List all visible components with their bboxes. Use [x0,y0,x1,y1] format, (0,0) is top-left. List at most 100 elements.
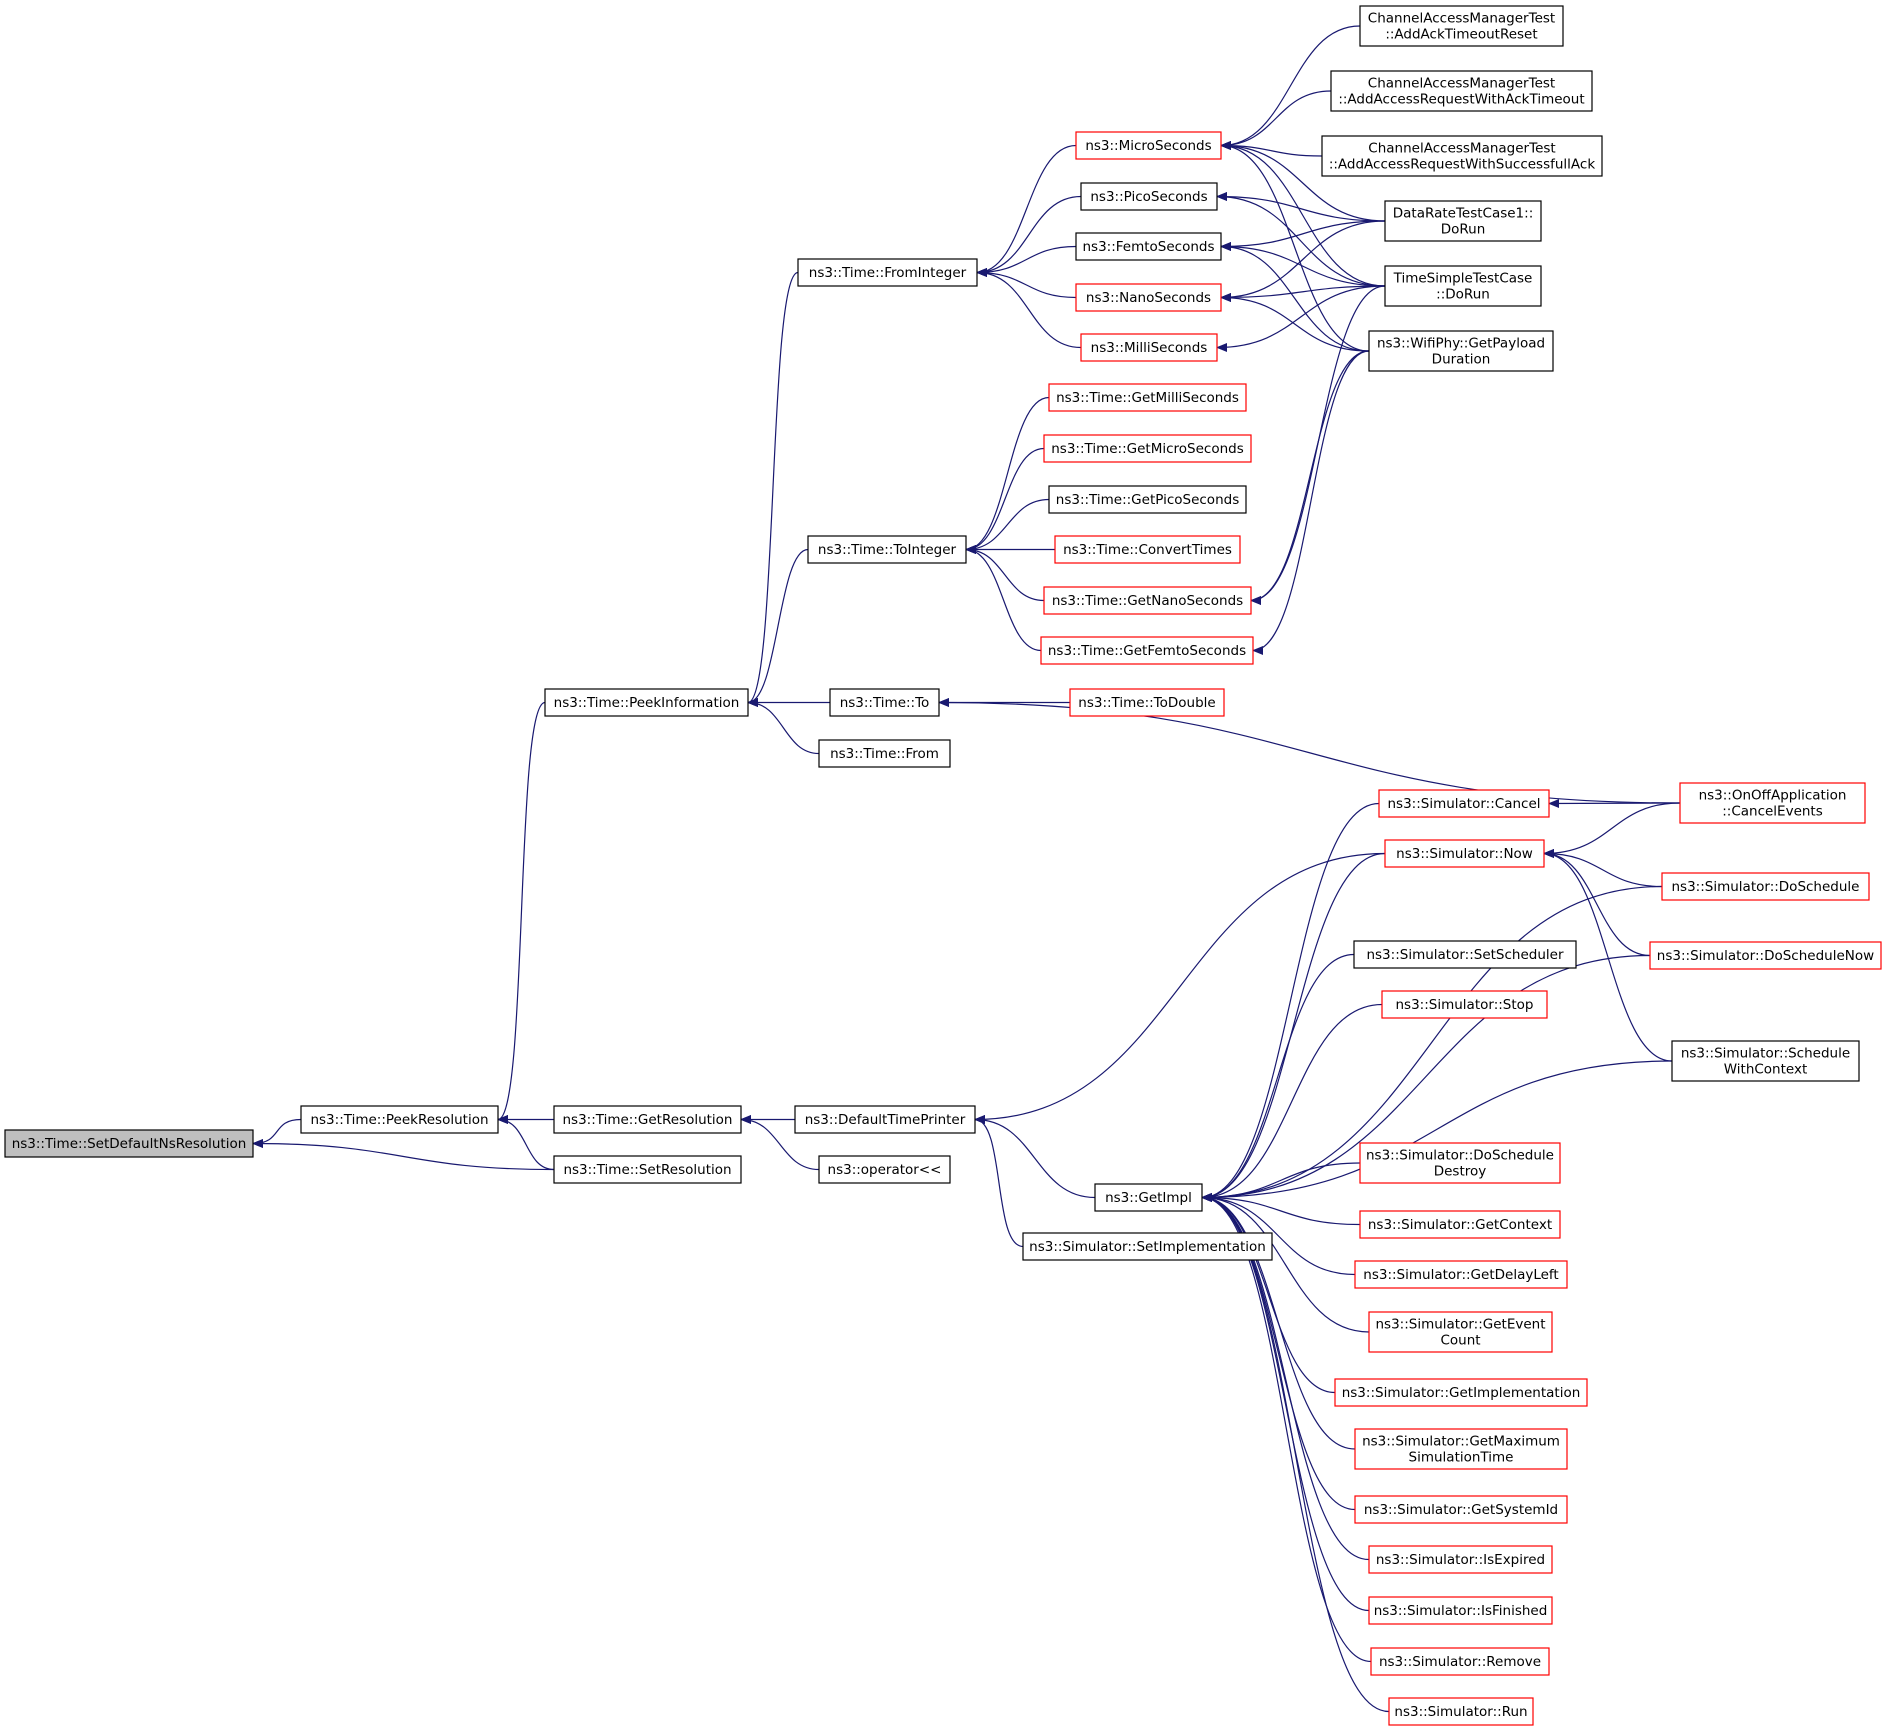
edge-simulator-doschedule-to-simulator-now [1543,849,1663,888]
node-simulator-isexpired[interactable]: ns3::Simulator::IsExpired [1368,1545,1553,1574]
node-time-peekresolution[interactable]: ns3::Time::PeekResolution [300,1105,499,1134]
node-label: ::AddAccessRequestWithAckTimeout [1338,92,1584,108]
node-simulator-setimplementation[interactable]: ns3::Simulator::SetImplementation [1022,1232,1273,1261]
node-label: ns3::Simulator::GetMaximum [1362,1434,1560,1450]
node-simulator-isfinished[interactable]: ns3::Simulator::IsFinished [1368,1596,1553,1625]
node-box [1080,333,1218,362]
node-box [553,1105,742,1134]
node-femtoseconds[interactable]: ns3::FemtoSeconds [1075,232,1222,261]
edge-line [974,1115,1024,1248]
node-label: ns3::Time::GetNanoSeconds [1052,593,1243,609]
node-time-setresolution[interactable]: ns3::Time::SetResolution [553,1155,742,1184]
node-channelaccessmanagertest-addaccessrequestwithsuccessfullack[interactable]: ChannelAccessManagerTest::AddAccessReque… [1321,135,1603,177]
node-time-frominteger[interactable]: ns3::Time::FromInteger [797,258,978,287]
node-dataratetestcase1-dorun[interactable]: DataRateTestCase1::DoRun [1384,200,1542,242]
node-time-getmilliseconds[interactable]: ns3::Time::GetMilliSeconds [1048,383,1247,412]
node-defaulttimeprinter[interactable]: ns3::DefaultTimePrinter [794,1105,976,1134]
node-time-getnanoseconds[interactable]: ns3::Time::GetNanoSeconds [1043,586,1252,615]
node-label: ns3::Time::SetDefaultNsResolution [12,1136,247,1152]
node-operator[interactable]: ns3::operator<< [818,1155,951,1184]
node-box [818,1155,951,1184]
node-box [829,688,940,717]
edge-onoffapplication-cancelevents-to-simulator-cancel [1548,798,1681,808]
node-simulator-now[interactable]: ns3::Simulator::Now [1384,839,1545,868]
node-channelaccessmanagertest-addacktimeoutreset[interactable]: ChannelAccessManagerTest::AddAckTimeoutR… [1359,5,1564,47]
node-onoffapplication-cancelevents[interactable]: ns3::OnOffApplication::CancelEvents [1679,782,1866,824]
edge-time-from-to-time-peekinformation [747,698,820,755]
node-channelaccessmanagertest-addaccessrequestwithacktimeout[interactable]: ChannelAccessManagerTest::AddAccessReque… [1330,70,1593,112]
node-label: ns3::Time::GetResolution [562,1112,732,1128]
node-time-getpicoseconds[interactable]: ns3::Time::GetPicoSeconds [1048,485,1247,514]
edge-line [965,447,1045,554]
node-box [1334,1378,1588,1407]
edge-line [976,245,1077,277]
edge-onoffapplication-cancelevents-to-time-to [938,698,1681,804]
node-box [1330,70,1593,112]
node-box [1378,789,1550,818]
node-simulator-run[interactable]: ns3::Simulator::Run [1388,1697,1534,1726]
edge-line [1201,852,1386,1202]
edge-simulator-getdelayleft-to-getimpl [1201,1193,1356,1276]
edge-timesimpletestcase-dorun-to-milliseconds [1216,285,1386,352]
node-microseconds[interactable]: ns3::MicroSeconds [1075,131,1222,160]
node-time-getmicroseconds[interactable]: ns3::Time::GetMicroSeconds [1043,434,1252,463]
edge-wifiphy-getpayloadduration-to-time-getfemtoseconds [1252,350,1370,655]
node-picoseconds[interactable]: ns3::PicoSeconds [1080,182,1218,211]
node-box [553,1155,742,1184]
edge-simulator-schedulewithcontext-to-simulator-now [1543,849,1673,1062]
node-simulator-getimplementation[interactable]: ns3::Simulator::GetImplementation [1334,1378,1588,1407]
node-timesimpletestcase-dorun[interactable]: TimeSimpleTestCase::DoRun [1384,265,1542,307]
edge-line [497,1115,555,1171]
node-simulator-getcontext[interactable]: ns3::Simulator::GetContext [1359,1210,1561,1239]
edge-line [1216,192,1386,222]
node-simulator-cancel[interactable]: ns3::Simulator::Cancel [1378,789,1550,818]
node-time-converttimes[interactable]: ns3::Time::ConvertTimes [1054,535,1241,564]
node-time-to[interactable]: ns3::Time::To [829,688,940,717]
node-time-peekinformation[interactable]: ns3::Time::PeekInformation [544,688,749,717]
node-nanoseconds[interactable]: ns3::NanoSeconds [1075,283,1222,312]
edge-line [1220,220,1386,302]
edge-line [747,698,820,755]
node-simulator-remove[interactable]: ns3::Simulator::Remove [1370,1647,1550,1676]
node-box [1040,636,1254,665]
node-time-getresolution[interactable]: ns3::Time::GetResolution [553,1105,742,1134]
node-box [1043,586,1252,615]
node-label: ::AddAckTimeoutReset [1385,27,1537,43]
node-box [797,258,978,287]
node-box [544,688,749,717]
edge-line [976,195,1082,277]
node-label: ns3::Time::From [830,746,939,762]
node-simulator-doschedulenow[interactable]: ns3::Simulator::DoScheduleNow [1649,941,1882,970]
edge-time-tointeger-to-time-peekinformation [747,548,809,707]
node-simulator-doschedule[interactable]: ns3::Simulator::DoSchedule [1661,872,1870,901]
edge-line [497,701,546,1124]
edge-timesimpletestcase-dorun-to-picoseconds [1216,192,1386,287]
node-simulator-stop[interactable]: ns3::Simulator::Stop [1381,990,1548,1019]
node-label: ns3::PicoSeconds [1090,189,1207,205]
edge-simulator-setimplementation-to-defaulttimeprinter [974,1115,1024,1248]
node-simulator-getdelayleft[interactable]: ns3::Simulator::GetDelayLeft [1354,1260,1568,1289]
node-milliseconds[interactable]: ns3::MilliSeconds [1080,333,1218,362]
node-time-getfemtoseconds[interactable]: ns3::Time::GetFemtoSeconds [1040,636,1254,665]
node-time-todouble[interactable]: ns3::Time::ToDouble [1069,688,1225,717]
edge-time-getmicroseconds-to-time-tointeger [965,447,1045,554]
node-time-tointeger[interactable]: ns3::Time::ToInteger [807,535,967,564]
edge-line [1201,1193,1372,1663]
node-label: Duration [1432,352,1491,368]
node-getimpl[interactable]: ns3::GetImpl [1094,1183,1203,1212]
edge-dataratetestcase1-dorun-to-microseconds [1220,141,1386,222]
node-simulator-setscheduler[interactable]: ns3::Simulator::SetScheduler [1353,940,1577,969]
node-box [1069,688,1225,717]
edge-simulator-run-to-getimpl [1201,1193,1390,1713]
node-box [1359,5,1564,47]
edge-simulator-getmaximumsimulationtime-to-getimpl [1201,1193,1356,1450]
node-time-from[interactable]: ns3::Time::From [818,739,951,768]
node-label: TimeSimpleTestCase [1393,271,1533,287]
node-simulator-getsystemid[interactable]: ns3::Simulator::GetSystemId [1354,1495,1568,1524]
